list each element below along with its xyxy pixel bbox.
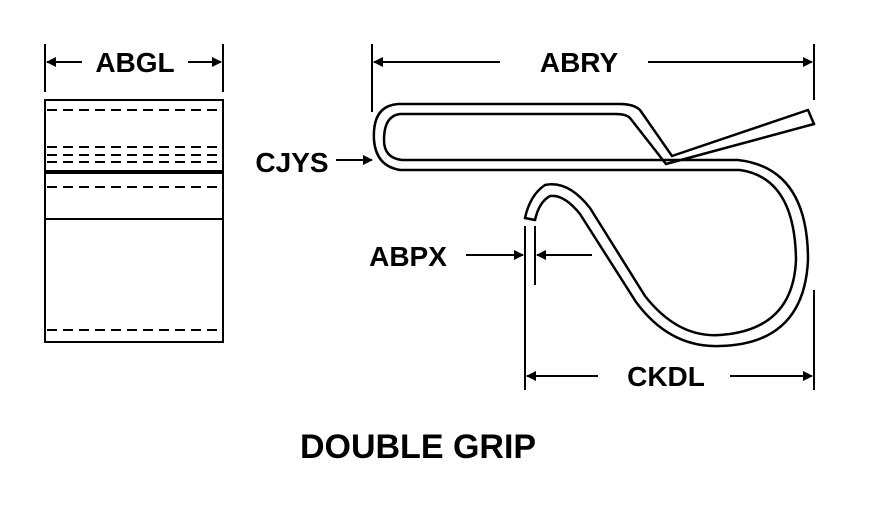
side-view-body (44, 99, 224, 343)
abgl-label: ABGL (95, 47, 174, 78)
front-view: ABRY CJYS ABPX CKDL (255, 44, 816, 392)
cjys-label: CJYS (255, 147, 328, 178)
ckdl-label: CKDL (627, 361, 705, 392)
spring-clip (372, 102, 816, 348)
abry-label: ABRY (540, 47, 619, 78)
diagram-title: DOUBLE GRIP (300, 428, 536, 466)
side-view: ABGL (44, 44, 224, 343)
abpx-label: ABPX (369, 241, 447, 272)
